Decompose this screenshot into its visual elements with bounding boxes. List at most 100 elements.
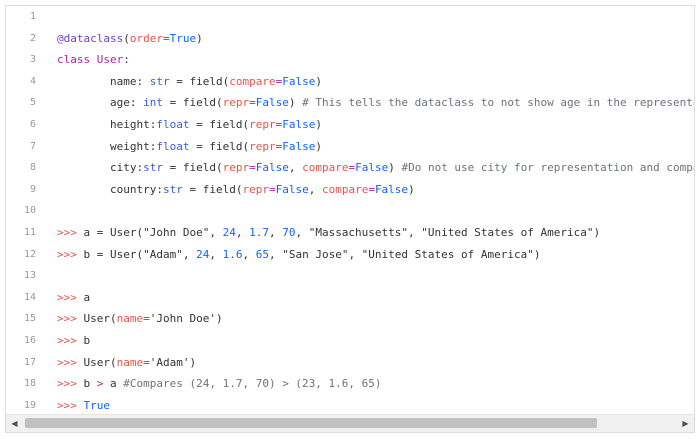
code-token: >>> (57, 355, 84, 369)
code-line: 5 age: int = field(repr=False) # This te… (6, 92, 694, 114)
code-token: , "San Jose", "United States of America"… (268, 247, 541, 261)
code-line: 9 country:str = field(repr=False, compar… (6, 179, 694, 201)
line-code: country:str = field(repr=False, compare=… (57, 179, 415, 201)
code-line: 12>>> b = User("Adam", 24, 1.6, 65, "San… (6, 244, 694, 266)
code-token: ( (123, 31, 130, 45)
code-token: ) (196, 31, 203, 45)
code-token: b = User("Adam", (83, 247, 197, 261)
code-token: = field( (189, 118, 250, 131)
code-token: : (149, 139, 157, 153)
line-number: 15 (23, 313, 36, 325)
triangle-left-icon: ◀ (11, 419, 18, 428)
code-token: : (136, 74, 150, 88)
code-line: 19 >>> True (6, 395, 694, 416)
line-code: >>> User(name='John Doe') (57, 308, 223, 330)
code-token: class (57, 53, 97, 67)
code-token: 'Adam' (149, 355, 190, 369)
code-token: a (83, 290, 91, 304)
code-token: 24 (196, 247, 210, 261)
code-token: False (282, 139, 316, 153)
line-code: >>> b > a #Compares (24, 1.7, 70) > (23,… (57, 373, 382, 395)
code-token: : (156, 182, 163, 196)
code-token: a = User("John Doe", (83, 226, 223, 239)
code-token: >>> (57, 226, 84, 239)
code-token: : (123, 53, 130, 67)
line-number: 6 (29, 119, 36, 130)
code-token: User( (83, 355, 117, 369)
code-token: , (242, 247, 256, 261)
code-token: = (275, 118, 283, 131)
code-token: str (143, 161, 163, 175)
code-token: ) (315, 74, 322, 88)
code-token: 1.7 (249, 226, 269, 239)
code-token: >>> (57, 334, 84, 347)
code-token: compare (229, 74, 276, 88)
code-token: country (57, 182, 157, 196)
code-token: ) (315, 118, 322, 131)
horizontal-scrollbar[interactable]: ◀ ▶ (6, 414, 694, 432)
line-number: 10 (23, 205, 36, 217)
code-token: >>> (57, 290, 84, 304)
code-line: 7 weight:float = field(repr=False) (6, 136, 694, 158)
line-code: weight:float = field(repr=False) (57, 136, 322, 158)
code-token: False (282, 74, 316, 88)
code-token: ) (189, 355, 197, 369)
line-number: 19 (23, 399, 36, 411)
code-token: repr (249, 139, 276, 153)
code-token: = (143, 312, 150, 326)
line-number: 18 (23, 378, 36, 390)
code-token: float (156, 118, 190, 131)
line-code: >>> User(name='Adam') (57, 352, 196, 374)
code-line: 18 >>> b > a #Compares (24, 1.7, 70) > (2… (6, 373, 694, 395)
code-token: order (129, 31, 163, 45)
line-code: city:str = field(repr=False, compare=Fal… (57, 157, 694, 179)
code-token: ) (408, 182, 415, 196)
line-code: >>> True (57, 395, 110, 416)
line-code: name: str = field(compare=False) (57, 71, 322, 93)
code-token: age (57, 96, 130, 110)
code-token: repr (242, 182, 269, 196)
line-code: class User: (57, 49, 130, 71)
code-token: = field( (189, 139, 250, 153)
code-token: repr (222, 96, 250, 110)
line-number: 11 (23, 227, 36, 238)
code-token: = (275, 139, 283, 153)
scroll-right-button[interactable]: ▶ (677, 415, 694, 432)
code-token: b (83, 334, 91, 347)
code-token: = (162, 31, 170, 45)
code-token: : (149, 118, 157, 131)
scroll-left-button[interactable]: ◀ (6, 415, 23, 432)
code-line: 13 (6, 265, 694, 287)
code-token: User (96, 53, 124, 67)
code-token: name (116, 312, 144, 326)
code-token: float (156, 139, 190, 153)
code-token: False (275, 182, 309, 196)
line-code: >>> b (57, 330, 90, 352)
code-line: 15 >>> User(name='John Doe') (6, 308, 694, 330)
code-line: 10 (6, 200, 694, 222)
scrollbar-thumb[interactable] (25, 418, 597, 428)
code-token: #Do not use city for representation and … (401, 161, 694, 175)
line-number: 12 (23, 248, 36, 260)
code-token: >>> (57, 398, 84, 412)
line-code: >>> a = User("John Doe", 24, 1.7, 70, "M… (57, 222, 600, 244)
line-number: 1 (29, 11, 36, 22)
code-token: False (355, 161, 389, 175)
code-token: name (116, 355, 144, 369)
code-token: = field( (182, 182, 243, 196)
code-token: @dataclass (57, 31, 124, 45)
code-token: = (348, 161, 356, 175)
code-token: : (136, 161, 144, 175)
code-token: name (57, 74, 137, 88)
code-token: = (275, 74, 283, 88)
code-line: 2@dataclass(order=True) (6, 28, 694, 50)
code-token: 24 (222, 226, 236, 239)
code-token: True (83, 398, 111, 412)
code-token: b (83, 377, 97, 391)
line-number: 5 (29, 97, 36, 109)
code-token: = field( (162, 96, 223, 110)
line-number: 7 (29, 140, 36, 152)
